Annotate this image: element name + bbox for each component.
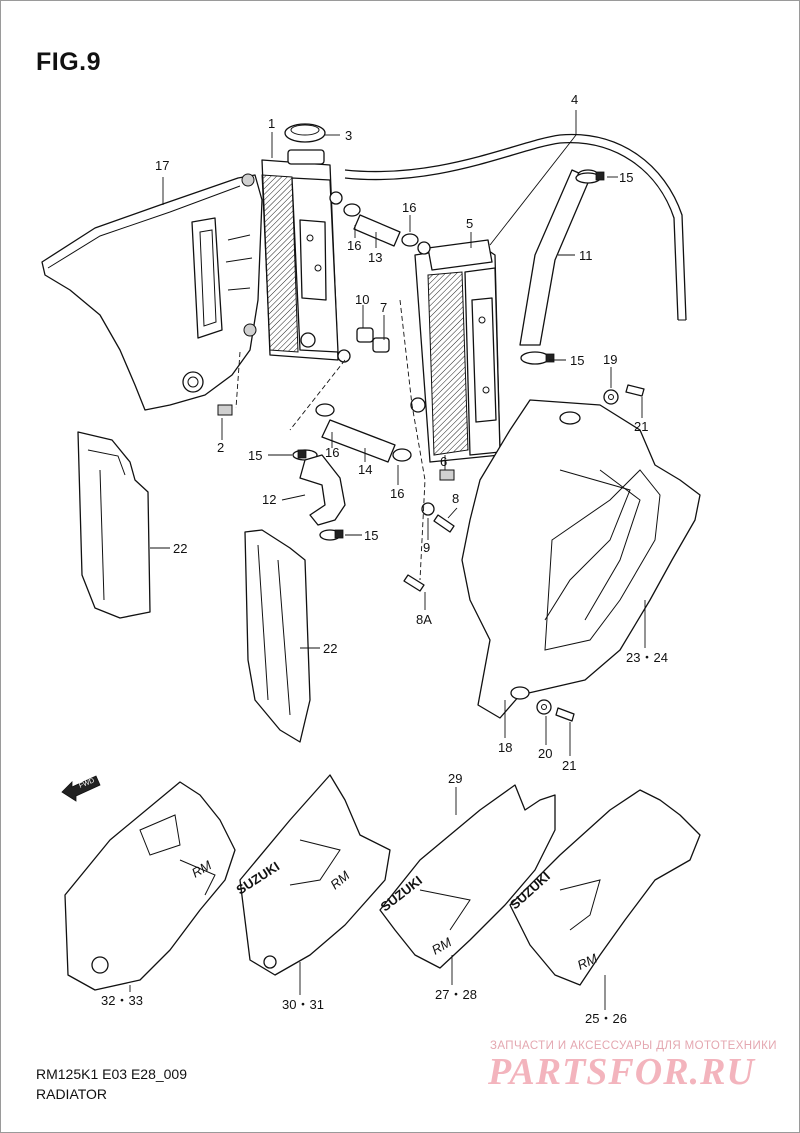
callout-16-top: 16 <box>402 200 416 215</box>
callout-15-upper: 15 <box>619 170 633 185</box>
callout-3: 3 <box>345 128 352 143</box>
callout-1: 1 <box>268 116 275 131</box>
shroud-liner-lower <box>244 529 311 743</box>
callout-8: 8 <box>452 491 459 506</box>
callout-labels: 1 2 3 4 5 6 7 8 8A 9 10 11 12 13 14 15 1… <box>101 92 668 1026</box>
radiator-right <box>410 239 501 463</box>
callout-20: 20 <box>538 746 552 761</box>
section-name: RADIATOR <box>36 1086 108 1102</box>
callout-12: 12 <box>262 492 276 507</box>
connector-pipe <box>343 203 419 247</box>
lower-pipe <box>315 403 412 463</box>
callout-17: 17 <box>155 158 169 173</box>
callout-5: 5 <box>466 216 473 231</box>
hose-clamps <box>292 171 605 541</box>
callout-7: 7 <box>380 300 387 315</box>
callout-16-mid: 16 <box>325 445 339 460</box>
callout-8a: 8A <box>416 612 432 627</box>
callout-9: 9 <box>423 540 430 555</box>
overflow-hose <box>344 133 687 321</box>
callout-21-upper: 21 <box>634 419 648 434</box>
callout-16-left: 16 <box>347 238 361 253</box>
callout-27-28: 27・28 <box>435 987 477 1002</box>
bushings <box>356 327 390 353</box>
bolts-and-washers <box>403 384 645 722</box>
callout-10: 10 <box>355 292 369 307</box>
callout-25-26: 25・26 <box>585 1011 627 1026</box>
leader-lines <box>129 110 646 1010</box>
radiator-cap <box>284 123 326 143</box>
shroud-decal-upper <box>544 469 661 651</box>
callout-15-lower: 15 <box>364 528 378 543</box>
callout-29: 29 <box>448 771 462 786</box>
callout-21-lower: 21 <box>562 758 576 773</box>
callout-19: 19 <box>603 352 617 367</box>
callout-2: 2 <box>217 440 224 455</box>
callout-14: 14 <box>358 462 372 477</box>
callout-22-upper: 22 <box>173 541 187 556</box>
watermark-tagline: ЗАПЧАСТИ И АКСЕССУАРЫ ДЛЯ МОТОТЕХНИКИ <box>490 1040 777 1052</box>
fwd-arrow-icon: FWD <box>61 775 101 802</box>
watermark-brand: PARTSFOR.RU <box>488 1051 755 1093</box>
lower-hose <box>299 454 346 526</box>
callout-32-33: 32・33 <box>101 993 143 1008</box>
callout-30-31: 30・31 <box>282 997 324 1012</box>
shroud-liner-upper <box>77 431 151 619</box>
decal-32-33: RM <box>64 781 236 991</box>
callout-4: 4 <box>571 92 578 107</box>
callout-6: 6 <box>440 454 447 469</box>
callout-16-right: 16 <box>390 486 404 501</box>
callout-15-middle: 15 <box>570 353 584 368</box>
radiator-left <box>241 149 351 363</box>
clip-nuts <box>217 404 455 481</box>
model-code: RM125K1 E03 E28_009 <box>36 1066 187 1082</box>
callout-18: 18 <box>498 740 512 755</box>
callout-22-lower: 22 <box>323 641 337 656</box>
radiator-shroud-right <box>461 399 701 719</box>
callout-23-24: 23・24 <box>626 650 668 665</box>
figure-title: FIG.9 <box>36 48 102 76</box>
assembly-lines <box>235 299 426 581</box>
callout-11: 11 <box>579 248 593 263</box>
callout-15-left: 15 <box>248 448 262 463</box>
radiator-shroud-left <box>41 174 263 411</box>
decal-30-31: SUZUKI RM <box>233 774 391 976</box>
callout-13: 13 <box>368 250 382 265</box>
